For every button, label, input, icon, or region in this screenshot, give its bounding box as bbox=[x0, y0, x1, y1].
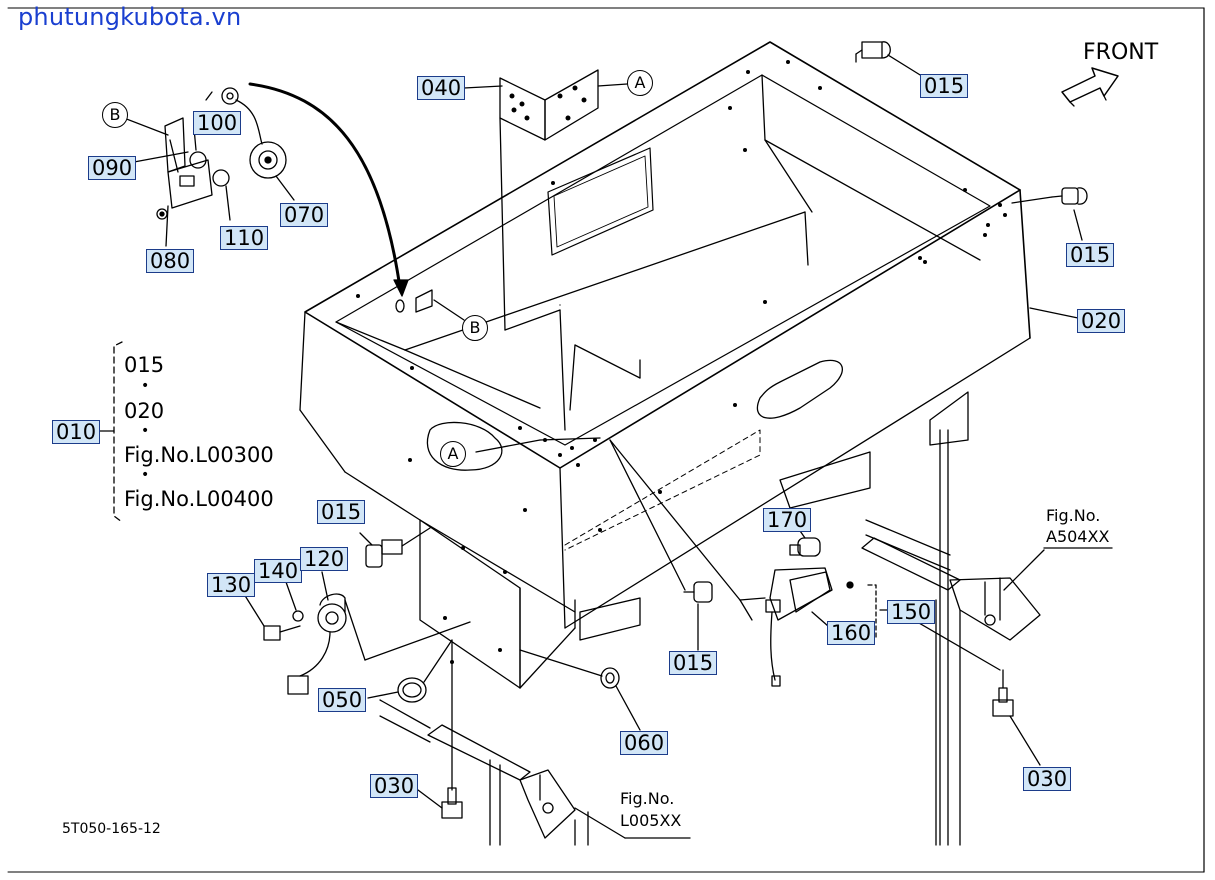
bolt-030-right bbox=[992, 669, 1041, 766]
grommet-050 bbox=[367, 639, 453, 703]
callout-120[interactable]: 120 bbox=[300, 547, 349, 571]
sensor-120 bbox=[243, 571, 471, 695]
marker-a-top: A bbox=[627, 70, 653, 96]
bolt-015-left bbox=[359, 527, 431, 568]
marker-b-mid: B bbox=[462, 315, 488, 341]
fig-ref-l005-line2[interactable]: L005XX bbox=[620, 811, 682, 830]
assembly-item-015: 015 bbox=[124, 353, 165, 377]
fig-ref-a504-line2[interactable]: A504XX bbox=[1046, 527, 1110, 546]
bolt-015-top bbox=[855, 41, 926, 79]
bracket-040 bbox=[463, 69, 628, 431]
callout-030-right[interactable]: 030 bbox=[1023, 767, 1072, 791]
assembly-bullet: • bbox=[141, 467, 150, 483]
assembly-item-l00400: Fig.No.L00400 bbox=[124, 487, 274, 511]
marker-b-top: B bbox=[102, 102, 128, 128]
front-label: FRONT bbox=[1083, 40, 1159, 65]
install-arrow bbox=[248, 82, 465, 321]
callout-160[interactable]: 160 bbox=[827, 621, 876, 645]
marker-a-left: A bbox=[440, 441, 466, 467]
callout-090[interactable]: 090 bbox=[88, 156, 137, 180]
callout-015-top[interactable]: 015 bbox=[920, 74, 969, 98]
assembly-item-020: 020 bbox=[124, 399, 165, 423]
callout-080[interactable]: 080 bbox=[146, 249, 195, 273]
front-arrow-icon bbox=[1061, 67, 1119, 107]
fig-ref-a504-line1[interactable]: Fig.No. bbox=[1046, 506, 1101, 525]
callout-100[interactable]: 100 bbox=[193, 111, 242, 135]
plug-060 bbox=[519, 649, 641, 731]
lamp-160 bbox=[609, 439, 854, 687]
fig-ref-l005-line1[interactable]: Fig.No. bbox=[620, 789, 675, 808]
callout-170[interactable]: 170 bbox=[763, 508, 812, 532]
callout-030-left[interactable]: 030 bbox=[370, 774, 419, 798]
assembly-item-l00300: Fig.No.L00300 bbox=[124, 443, 274, 467]
callout-130[interactable]: 130 bbox=[207, 573, 256, 597]
bracket-lower-left bbox=[379, 639, 691, 846]
callout-040[interactable]: 040 bbox=[417, 76, 466, 100]
bulb-170 bbox=[789, 527, 821, 557]
assembly-group-bracket bbox=[99, 341, 123, 523]
callout-020[interactable]: 020 bbox=[1077, 309, 1126, 333]
document-code: 5T050-165-12 bbox=[62, 821, 161, 837]
callout-070[interactable]: 070 bbox=[280, 203, 329, 227]
assembly-bullet: • bbox=[141, 423, 150, 439]
page-frame bbox=[7, 7, 1205, 873]
bolt-015-mid bbox=[609, 439, 713, 651]
callout-010[interactable]: 010 bbox=[52, 420, 101, 444]
bolt-015-right bbox=[1011, 187, 1088, 241]
hopper-body bbox=[299, 41, 1031, 689]
callout-015-right[interactable]: 015 bbox=[1066, 243, 1115, 267]
callout-015-mid[interactable]: 015 bbox=[669, 651, 718, 675]
marker-a-zone bbox=[426, 421, 601, 471]
callout-015-left[interactable]: 015 bbox=[317, 500, 366, 524]
callout-050[interactable]: 050 bbox=[318, 688, 367, 712]
mounting-holes bbox=[356, 60, 1007, 664]
callout-150[interactable]: 150 bbox=[887, 600, 936, 624]
callout-110[interactable]: 110 bbox=[220, 226, 269, 250]
callout-140[interactable]: 140 bbox=[254, 559, 303, 583]
watermark: phutungkubota.vn bbox=[18, 3, 242, 31]
bracket-group-150 bbox=[861, 429, 1045, 846]
callout-060[interactable]: 060 bbox=[620, 731, 669, 755]
assembly-bullet: • bbox=[141, 378, 150, 394]
leader-020 bbox=[1029, 307, 1079, 319]
